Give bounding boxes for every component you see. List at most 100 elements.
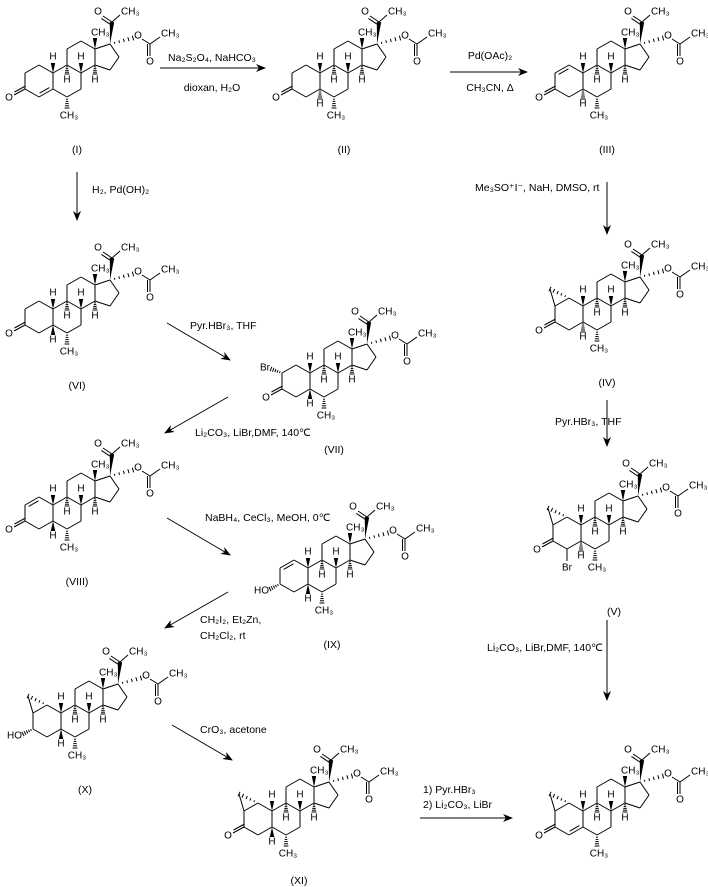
methyl-label: CH₃ [60, 111, 79, 122]
compound-label: (XI) [291, 875, 308, 887]
bond [111, 250, 121, 259]
hashed-bond [594, 804, 600, 813]
bond [359, 315, 370, 323]
h-atom: H [593, 813, 600, 824]
h-atom: H [330, 75, 337, 86]
carbonyl-oxygen: O [5, 525, 13, 536]
compound-label: (IX) [324, 639, 341, 651]
bond [257, 826, 273, 836]
methyl-label: CH₃ [161, 461, 180, 472]
hash-stroke [659, 487, 663, 493]
methyl-label: CH₃ [317, 411, 336, 422]
reagent-text: NaBH₄, CeCl₃, MeOH, 0℃ [205, 512, 331, 524]
hashed-bond [92, 498, 98, 507]
hash-stroke [23, 730, 27, 736]
wedge-bond [317, 63, 323, 73]
wedge-bond [58, 729, 64, 739]
hashed-bond [641, 487, 663, 496]
bond [671, 38, 681, 45]
bond [38, 88, 54, 98]
ketone-oxygen: O [624, 240, 632, 251]
bond [554, 802, 570, 812]
bond [679, 36, 691, 45]
bond [313, 781, 330, 788]
hashed-bond [370, 335, 392, 344]
bond [109, 475, 120, 490]
hashed-bond [92, 66, 98, 75]
hash-stroke [650, 490, 653, 495]
double-bond-line [631, 250, 641, 258]
reagent-text: dioxan, H₂O [184, 82, 241, 94]
bond [330, 752, 340, 761]
hashed-bond [332, 773, 354, 782]
wedge-bond [307, 389, 313, 399]
bond [335, 535, 351, 545]
carbonyl-oxygen: O [224, 831, 232, 842]
bond [117, 683, 128, 698]
hash-stroke [337, 778, 340, 782]
bond [102, 447, 113, 455]
wedge-bond [50, 325, 56, 335]
bond [13, 324, 26, 332]
bond [357, 510, 368, 518]
methyl-label: CH₃ [428, 29, 447, 40]
bond [347, 64, 363, 74]
methyl-label: CH₃ [588, 563, 607, 574]
double-bond-line [271, 385, 283, 393]
h-atom: H [579, 790, 586, 801]
wedge-bond [622, 38, 628, 49]
wedge-bond [376, 21, 382, 44]
double-bond-line [356, 512, 366, 520]
compound-label: (VII) [324, 444, 344, 456]
hash-stroke [398, 35, 402, 41]
reagent-text: 1) Pyr.HBr₃ [423, 784, 476, 796]
bond [368, 774, 380, 783]
hash-stroke [384, 337, 387, 342]
methyl-label: CH₃ [691, 767, 708, 778]
bond [24, 88, 40, 98]
wedge-bond [50, 63, 56, 73]
bond [80, 300, 96, 310]
methyl-label: CH₃ [346, 523, 365, 534]
reaction-arrow-X-to-XI [171, 724, 233, 761]
hash-stroke [661, 268, 665, 274]
bond [313, 802, 330, 809]
bond [293, 583, 309, 593]
bond [66, 276, 82, 286]
bond [102, 704, 119, 711]
wedge-bond [307, 363, 313, 373]
hash-stroke [237, 791, 241, 797]
methyl-label: CH₃ [649, 459, 668, 470]
hashed-bond [64, 530, 70, 541]
compound-label: (II) [338, 144, 351, 156]
bond [361, 43, 378, 50]
hash-stroke [268, 586, 272, 592]
bond [109, 292, 120, 307]
hashed-bond [321, 366, 327, 375]
hash-stroke [122, 470, 125, 475]
hash-stroke [648, 778, 651, 782]
h-atom: H [49, 52, 56, 63]
ketone-oxygen: O [102, 647, 110, 658]
carbonyl-oxygen: O [535, 831, 543, 842]
h-atom: H [71, 715, 78, 726]
bond [307, 583, 323, 593]
carbonyl-oxygen: O [5, 93, 13, 104]
hash-stroke [126, 680, 129, 684]
bond [32, 704, 48, 714]
double-bond-line [101, 253, 111, 261]
bond [582, 826, 598, 836]
bond [321, 583, 337, 593]
compound-label: (VIII) [66, 576, 89, 588]
bond [94, 279, 111, 286]
bond [66, 88, 82, 98]
hash-stroke [350, 773, 354, 779]
cyclopropane-bond [547, 507, 554, 526]
h-atom: H [577, 551, 584, 562]
hashed-bond [580, 90, 586, 100]
bond [280, 88, 293, 96]
bond [66, 496, 82, 506]
h-atom: H [621, 75, 628, 86]
